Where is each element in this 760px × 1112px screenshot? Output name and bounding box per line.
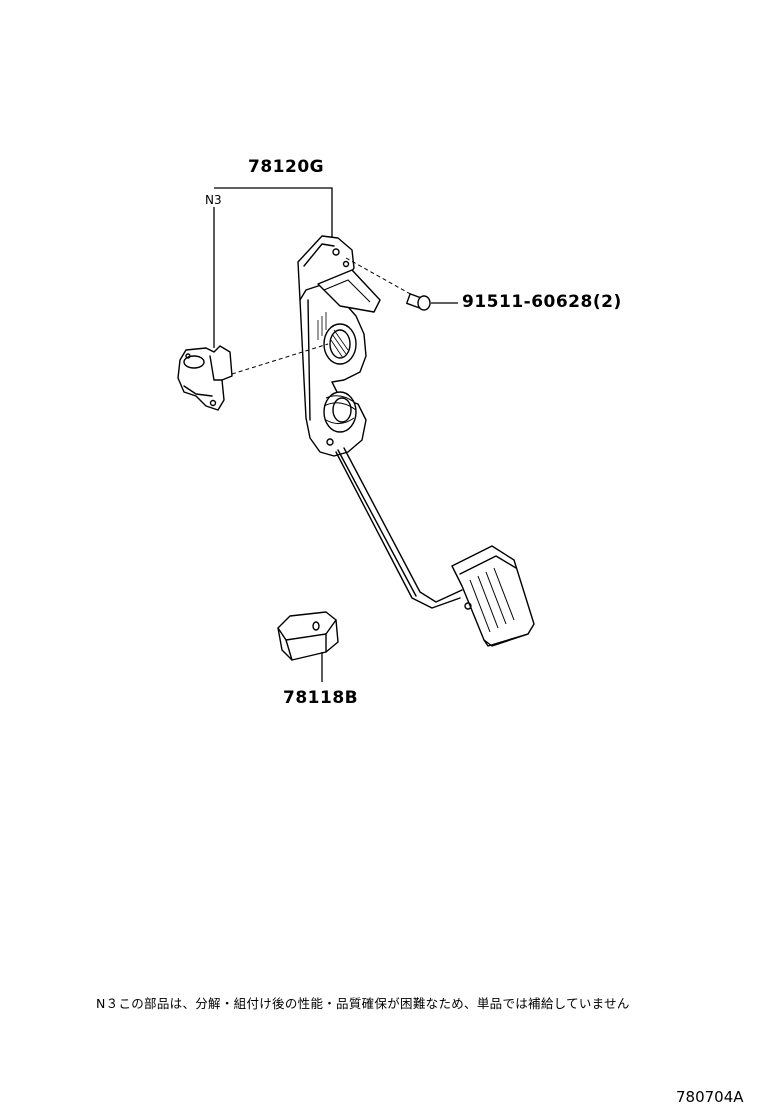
figure-id: 780704A [676, 1088, 744, 1106]
bolt [345, 257, 458, 311]
pedal-position-sensor [177, 343, 329, 411]
assembly-leader-lines [213, 187, 333, 348]
group-code-label: N3 [205, 193, 222, 207]
footnote: N３この部品は、分解・組付け後の性能・品質確保が困難なため、単品では補給していま… [96, 996, 630, 1011]
pedal-arm [335, 447, 463, 609]
cover-part-number: 78118B [283, 688, 359, 708]
assembly-part-number: 78120G [248, 157, 325, 177]
stopper-cover [277, 611, 339, 682]
pedal-pad [451, 545, 535, 647]
pedal-bracket [297, 235, 381, 457]
bolt-part-number: 91511-60628(2) [462, 292, 622, 312]
